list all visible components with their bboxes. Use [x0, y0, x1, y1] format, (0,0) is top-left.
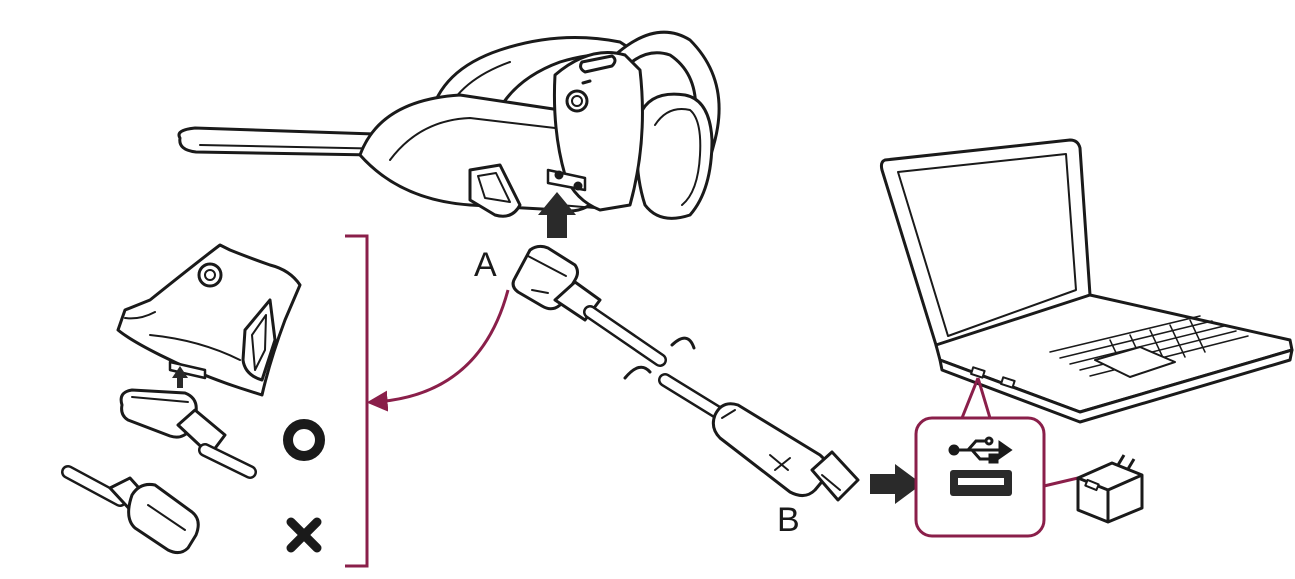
insert-arrow-up	[538, 192, 576, 238]
cross-incorrect-icon	[286, 517, 322, 553]
detail-bracket	[345, 234, 369, 568]
laptop-screen	[897, 153, 1077, 337]
laptop-computer	[879, 138, 1294, 424]
insert-arrow-right	[870, 464, 922, 504]
adapter-callout-line	[1043, 476, 1079, 488]
connector-incorrect-orientation	[61, 465, 200, 555]
headphone-triangle-opening	[468, 163, 522, 218]
headphone-port-closeup	[116, 243, 302, 397]
usb-trident-icon	[948, 436, 1013, 464]
headphone-volume-button	[579, 54, 617, 74]
usb-charging-cable	[511, 244, 860, 502]
connector-b-label: B	[777, 501, 800, 539]
usb-port-callout	[914, 416, 1046, 538]
bone-conduction-headphones	[177, 30, 721, 220]
connector-b-body	[711, 402, 830, 497]
laptop-trackpad	[1094, 346, 1176, 378]
laptop-usb-port	[970, 366, 986, 379]
connector-a-label: A	[474, 246, 497, 284]
ac-adapter	[1076, 454, 1144, 524]
cable-break-mark	[623, 336, 696, 380]
port-callout-pointer	[960, 377, 992, 419]
connector-correct-orientation	[119, 388, 257, 479]
connector-b-usb-plug	[810, 450, 860, 502]
circle-correct-icon	[283, 419, 325, 461]
detail-callout-arrow	[366, 289, 510, 412]
closeup-insert-arrow	[172, 366, 188, 388]
